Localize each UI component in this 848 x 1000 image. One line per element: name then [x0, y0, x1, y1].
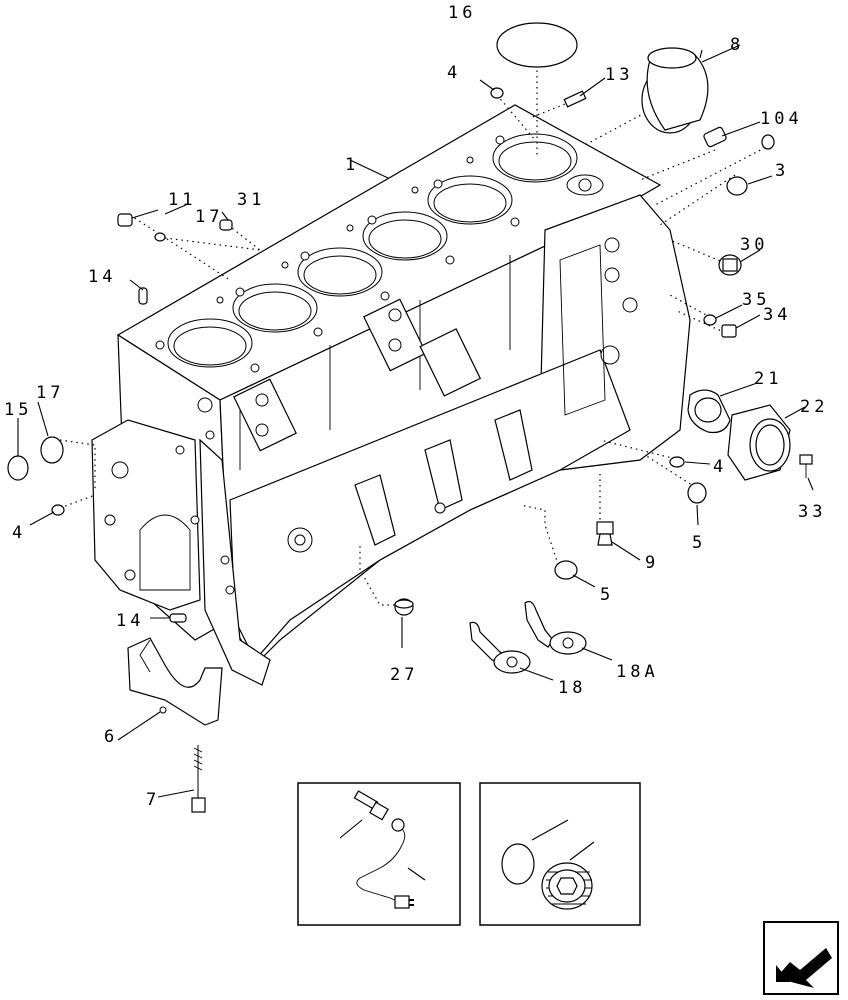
callout-17-left: 17	[36, 383, 64, 403]
callout-4-right: 4	[713, 457, 727, 477]
callout-7: 7	[146, 790, 160, 810]
o-ring-4-top	[490, 87, 504, 99]
callout-4-left: 4	[12, 523, 26, 543]
callout-3: 3	[775, 161, 789, 181]
o-ring-4-right	[669, 456, 685, 468]
cooling-nozzle-18a	[524, 600, 587, 655]
seal-5-right	[687, 482, 707, 504]
seal-17-left	[40, 436, 64, 464]
callout-104: 104	[760, 109, 803, 129]
callout-21: 21	[754, 369, 782, 389]
callout-9: 9	[645, 553, 659, 573]
fitting-9	[596, 521, 614, 546]
pin-14-bottom	[169, 613, 187, 623]
callout-4-top: 4	[447, 63, 461, 83]
liner-ring-8	[641, 47, 709, 134]
callout-labels: 1 3 4 4 4 5 5 6 7 8 9 11 13 14 14 15 16 …	[4, 3, 828, 891]
callout-35: 35	[742, 290, 770, 310]
callout-17-top: 17	[195, 207, 223, 227]
callout-6: 6	[104, 727, 118, 747]
loose-parts	[7, 22, 813, 813]
plug-27	[394, 598, 414, 616]
cylinder-block	[91, 104, 691, 686]
plug-11	[117, 213, 133, 227]
cooling-nozzle-18	[469, 621, 531, 674]
water-housing-22	[727, 404, 791, 481]
callout-14-bottom: 14	[116, 611, 144, 631]
callout-33: 33	[798, 502, 826, 522]
o-ring-20	[501, 843, 535, 885]
callout-1: 1	[345, 155, 359, 175]
seal-5-bottom	[554, 560, 578, 580]
callout-34: 34	[763, 305, 791, 325]
callout-13: 13	[605, 65, 633, 85]
callout-8: 8	[730, 35, 744, 55]
callout-15: 15	[4, 400, 32, 420]
plug-19	[541, 862, 593, 910]
o-ring-35	[703, 314, 717, 326]
seal-15	[7, 455, 29, 481]
inset-sensor-box	[297, 782, 461, 926]
gasket-21	[687, 389, 731, 434]
callout-16: 16	[448, 3, 476, 23]
callout-14-top: 14	[88, 267, 116, 287]
o-ring-17-top	[154, 232, 166, 242]
bolt-33	[799, 454, 813, 478]
plug-31	[219, 219, 233, 231]
next-page-arrow-icon[interactable]	[763, 921, 839, 995]
pin-14-top	[138, 287, 148, 305]
callout-5-right: 5	[692, 533, 706, 553]
callout-27: 27	[390, 665, 418, 685]
callout-31: 31	[237, 190, 265, 210]
inset-plug-box	[479, 782, 641, 926]
plug-34	[721, 324, 737, 338]
connector-37	[394, 895, 410, 909]
callout-18: 18	[558, 678, 586, 698]
callout-5-bottom: 5	[600, 585, 614, 605]
bearing-cap-6	[127, 637, 223, 726]
callout-30: 30	[740, 235, 768, 255]
callout-18a: 18A	[616, 662, 659, 682]
alignment-lines	[59, 65, 771, 606]
threaded-plug-30	[718, 254, 742, 276]
cup-plug-3	[726, 176, 748, 196]
plug-104	[703, 126, 775, 150]
callout-22: 22	[800, 397, 828, 417]
callout-11: 11	[168, 190, 196, 210]
o-ring-4-left	[51, 504, 65, 516]
bolt-7	[191, 745, 206, 813]
leader-lines	[17, 44, 814, 798]
gasket-disc-16	[496, 22, 578, 68]
